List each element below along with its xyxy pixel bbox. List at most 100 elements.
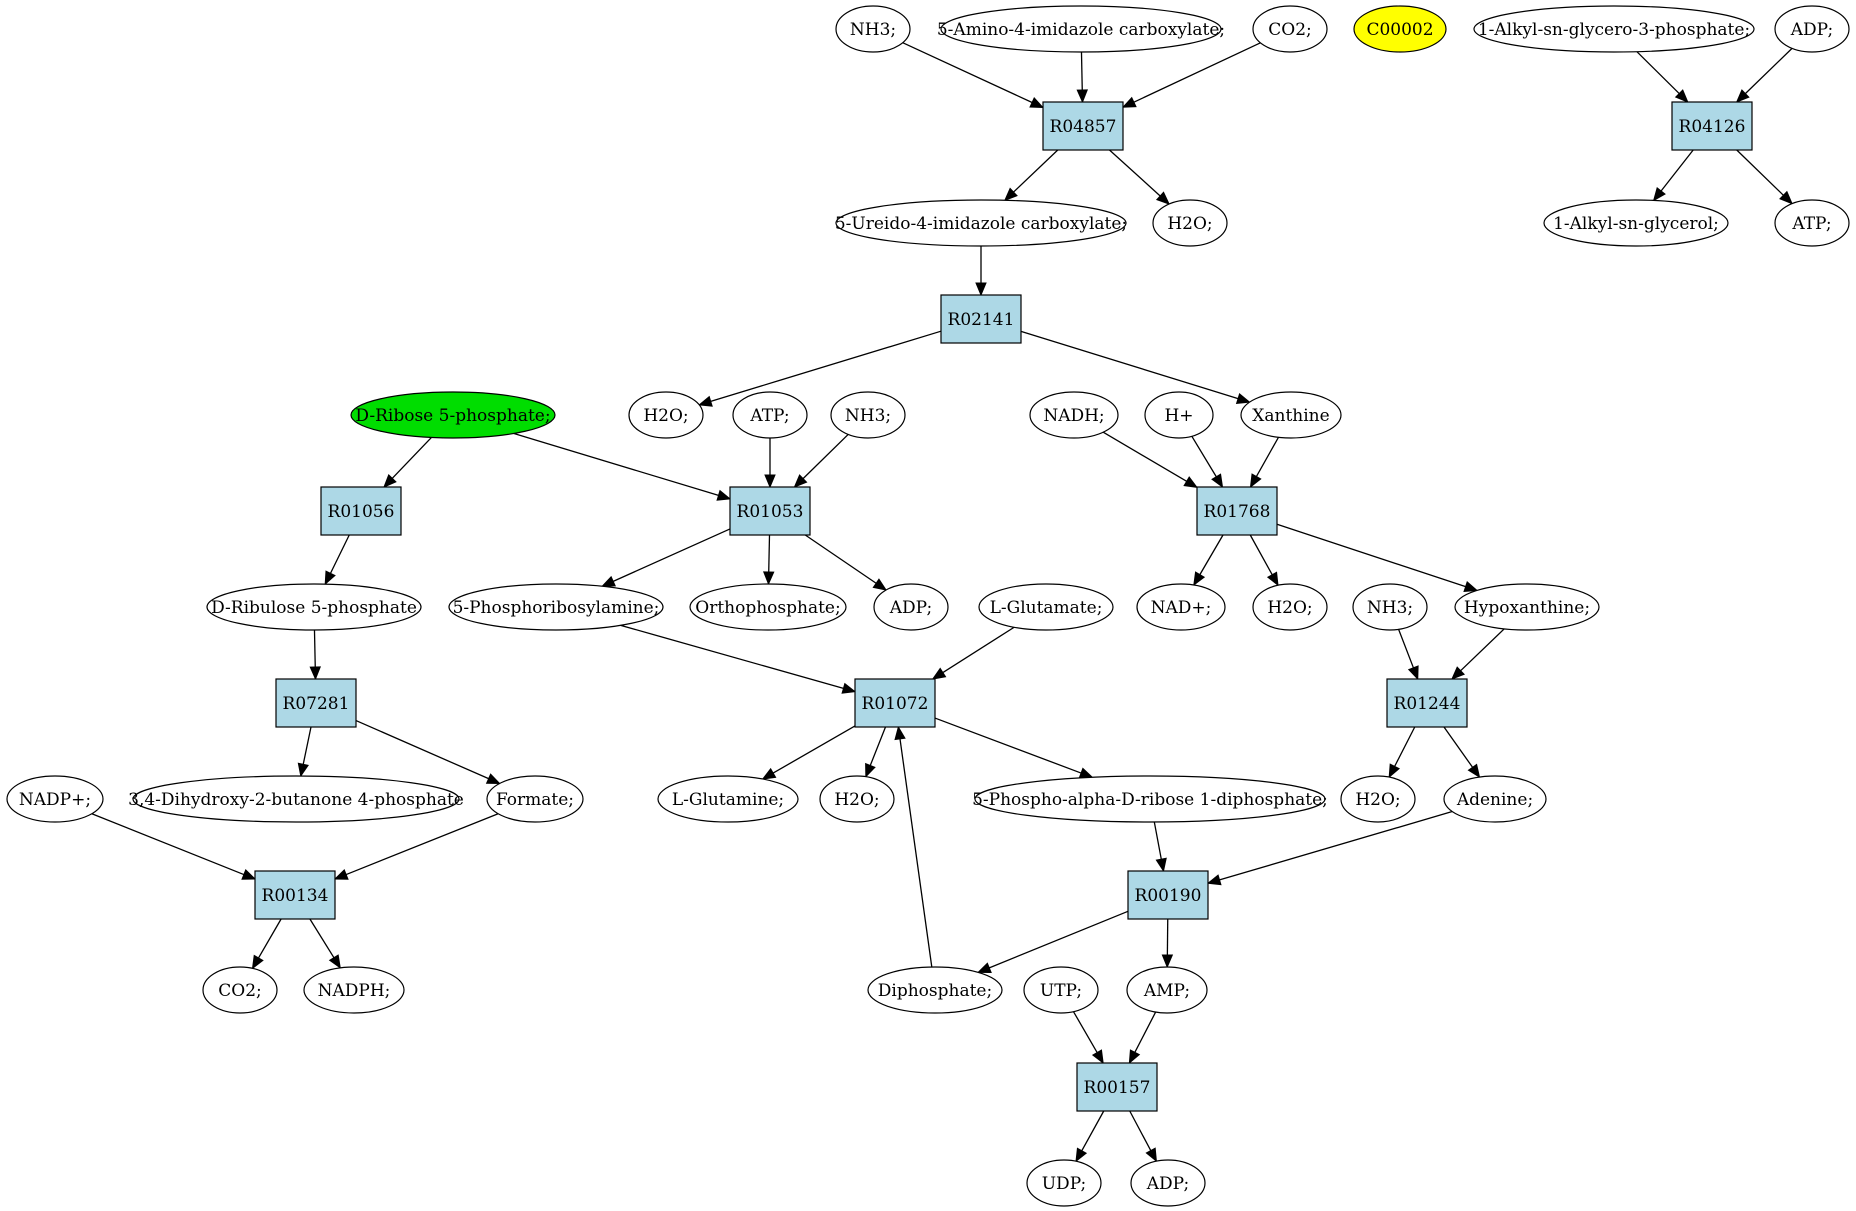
compound-node-formate[interactable]: Formate; <box>486 775 584 823</box>
compound-node-utp[interactable]: UTP; <box>1023 966 1099 1014</box>
compound-node-h2o_a[interactable]: H2O; <box>1152 199 1228 247</box>
edge-R04857-to-h2o_a <box>1109 149 1171 205</box>
compound-node-ribose5p[interactable]: D-Ribose 5-phosphate; <box>350 391 556 439</box>
compound-ellipse <box>206 583 422 631</box>
edge-nh3_top-to-R04857 <box>902 42 1045 109</box>
arrowhead-icon <box>1211 473 1224 489</box>
compound-node-alkylgp[interactable]: 1-Alkyl-sn-glycero-3-phosphate; <box>1473 5 1755 53</box>
compound-node-orthop[interactable]: Orthophosphate; <box>689 583 847 631</box>
compound-node-h2o_d[interactable]: H2O; <box>819 775 895 823</box>
edge-R00190-to-amp <box>1161 918 1174 969</box>
reaction-box <box>1386 678 1468 728</box>
reaction-node-R00157[interactable]: R00157 <box>1076 1062 1158 1112</box>
compound-node-xanthine[interactable]: Xanthine <box>1240 391 1342 439</box>
compound-node-udp[interactable]: UDP; <box>1026 1159 1102 1207</box>
compound-node-prpa[interactable]: 5-Phosphoribosylamine; <box>448 583 664 631</box>
arrowhead-icon <box>1388 763 1400 779</box>
compound-node-adp_c[interactable]: ADP; <box>873 583 949 631</box>
edge-alkylgp-to-R04126 <box>1636 51 1689 103</box>
node-label: L-Glutamate; <box>990 598 1103 618</box>
compound-ellipse <box>1144 391 1214 439</box>
edge-R01072-to-glutamine <box>761 725 856 780</box>
nodes-layer: NH3; 5-Amino-4-imidazole carboxylate; CO2;… <box>6 5 1850 1207</box>
compound-node-ribulose5p[interactable]: D-Ribulose 5-phosphate <box>206 583 422 631</box>
reaction-node-R00190[interactable]: R00190 <box>1127 870 1209 920</box>
compound-ellipse <box>628 391 704 439</box>
compound-ellipse <box>6 775 104 823</box>
compound-node-dhbp[interactable]: 3,4-Dihydroxy-2-butanone 4-phosphate <box>128 775 464 823</box>
compound-ellipse <box>1252 5 1328 53</box>
reaction-node-R04126[interactable]: R04126 <box>1671 101 1753 151</box>
edge-hplus-to-R01768 <box>1191 435 1224 489</box>
edge-R07281-to-formate <box>355 719 501 784</box>
node-label: H2O; <box>1167 214 1212 234</box>
compound-node-diphosphate[interactable]: Diphosphate; <box>867 966 1003 1014</box>
arrowhead-icon <box>1193 571 1206 587</box>
compound-node-alkylg[interactable]: 1-Alkyl-sn-glycerol; <box>1543 199 1729 247</box>
edge-nadpplus-to-R00134 <box>91 813 257 880</box>
edge-R01053-to-orthop <box>762 534 775 586</box>
reaction-node-R00134[interactable]: R00134 <box>254 870 336 920</box>
arrowhead-icon <box>931 667 947 680</box>
compound-node-nh3_c[interactable]: NH3; <box>1352 583 1428 631</box>
compound-ellipse <box>978 583 1114 631</box>
arrowhead-icon <box>1076 89 1088 104</box>
compound-node-nadpplus[interactable]: NADP+; <box>6 775 104 823</box>
reaction-node-R02141[interactable]: R02141 <box>940 294 1022 344</box>
compound-node-aica[interactable]: 5-Amino-4-imidazole carboxylate; <box>937 5 1225 53</box>
compound-node-glutamine[interactable]: L-Glutamine; <box>657 775 799 823</box>
node-label: L-Glutamine; <box>672 790 784 810</box>
compound-node-co2_top[interactable]: CO2; <box>1252 5 1328 53</box>
compound-node-c00002[interactable]: C00002 <box>1353 5 1447 53</box>
compound-node-adp_top[interactable]: ADP; <box>1774 5 1850 53</box>
compound-ellipse <box>867 966 1003 1014</box>
reaction-node-R07281[interactable]: R07281 <box>275 678 357 728</box>
compound-node-h2o_e[interactable]: H2O; <box>1340 775 1416 823</box>
compound-node-h2o_b[interactable]: H2O; <box>628 391 704 439</box>
node-label: ADP; <box>1790 20 1833 40</box>
edge-utp-to-R00157 <box>1072 1011 1104 1065</box>
node-label: 5-Amino-4-imidazole carboxylate; <box>937 20 1225 40</box>
compound-node-nadph[interactable]: NADPH; <box>303 966 405 1014</box>
reaction-node-R01072[interactable]: R01072 <box>854 678 936 728</box>
compound-node-hplus[interactable]: H+ <box>1144 391 1214 439</box>
compound-node-atp_b[interactable]: ATP; <box>732 391 808 439</box>
edge-R00134-to-nadph <box>309 918 341 969</box>
node-label: UTP; <box>1040 981 1082 1001</box>
compound-node-adp_d[interactable]: ADP; <box>1130 1159 1206 1207</box>
node-label: 5-Ureido-4-imidazole carboxylate; <box>835 214 1127 234</box>
reaction-node-R01056[interactable]: R01056 <box>320 486 402 536</box>
reaction-node-R01768[interactable]: R01768 <box>1196 486 1278 536</box>
reaction-node-R01244[interactable]: R01244 <box>1386 678 1468 728</box>
compound-node-glutamate[interactable]: L-Glutamate; <box>978 583 1114 631</box>
node-label: NADPH; <box>318 981 391 1001</box>
edge-prpp-to-R00190 <box>1153 821 1167 873</box>
edge-R00157-to-adp_d <box>1129 1110 1158 1163</box>
compound-ellipse <box>1130 1159 1206 1207</box>
compound-node-hypoxanthine[interactable]: Hypoxanthine; <box>1454 583 1600 631</box>
compound-node-amp[interactable]: AMP; <box>1126 966 1208 1014</box>
arrowhead-icon <box>1091 1049 1104 1065</box>
compound-node-ureido[interactable]: 5-Ureido-4-imidazole carboxylate; <box>835 199 1127 247</box>
compound-node-nh3_b[interactable]: NH3; <box>830 391 906 439</box>
compound-node-nadh[interactable]: NADH; <box>1029 391 1119 439</box>
node-label: R00157 <box>1084 1078 1151 1098</box>
reaction-node-R04857[interactable]: R04857 <box>1042 101 1124 151</box>
arrowhead-icon <box>1779 190 1793 205</box>
compound-ellipse <box>1454 583 1600 631</box>
compound-node-adenine[interactable]: Adenine; <box>1443 775 1547 823</box>
node-label: H2O; <box>643 406 688 426</box>
reaction-node-R01053[interactable]: R01053 <box>729 486 811 536</box>
compound-node-atp_top[interactable]: ATP; <box>1774 199 1850 247</box>
compound-node-h2o_c[interactable]: H2O; <box>1252 583 1328 631</box>
compound-node-prpp[interactable]: 5-Phospho-alpha-D-ribose 1-diphosphate; <box>972 775 1328 823</box>
arrowhead-icon <box>251 954 264 970</box>
arrowhead-icon <box>1128 1049 1141 1065</box>
compound-ellipse <box>689 583 847 631</box>
compound-node-nh3_top[interactable]: NH3; <box>835 5 911 53</box>
arrowhead-icon <box>1463 581 1479 592</box>
node-label: R01768 <box>1204 502 1271 522</box>
compound-node-nadplus[interactable]: NAD+; <box>1136 583 1226 631</box>
node-label: C00002 <box>1366 20 1433 40</box>
compound-node-co2_b[interactable]: CO2; <box>202 966 278 1014</box>
